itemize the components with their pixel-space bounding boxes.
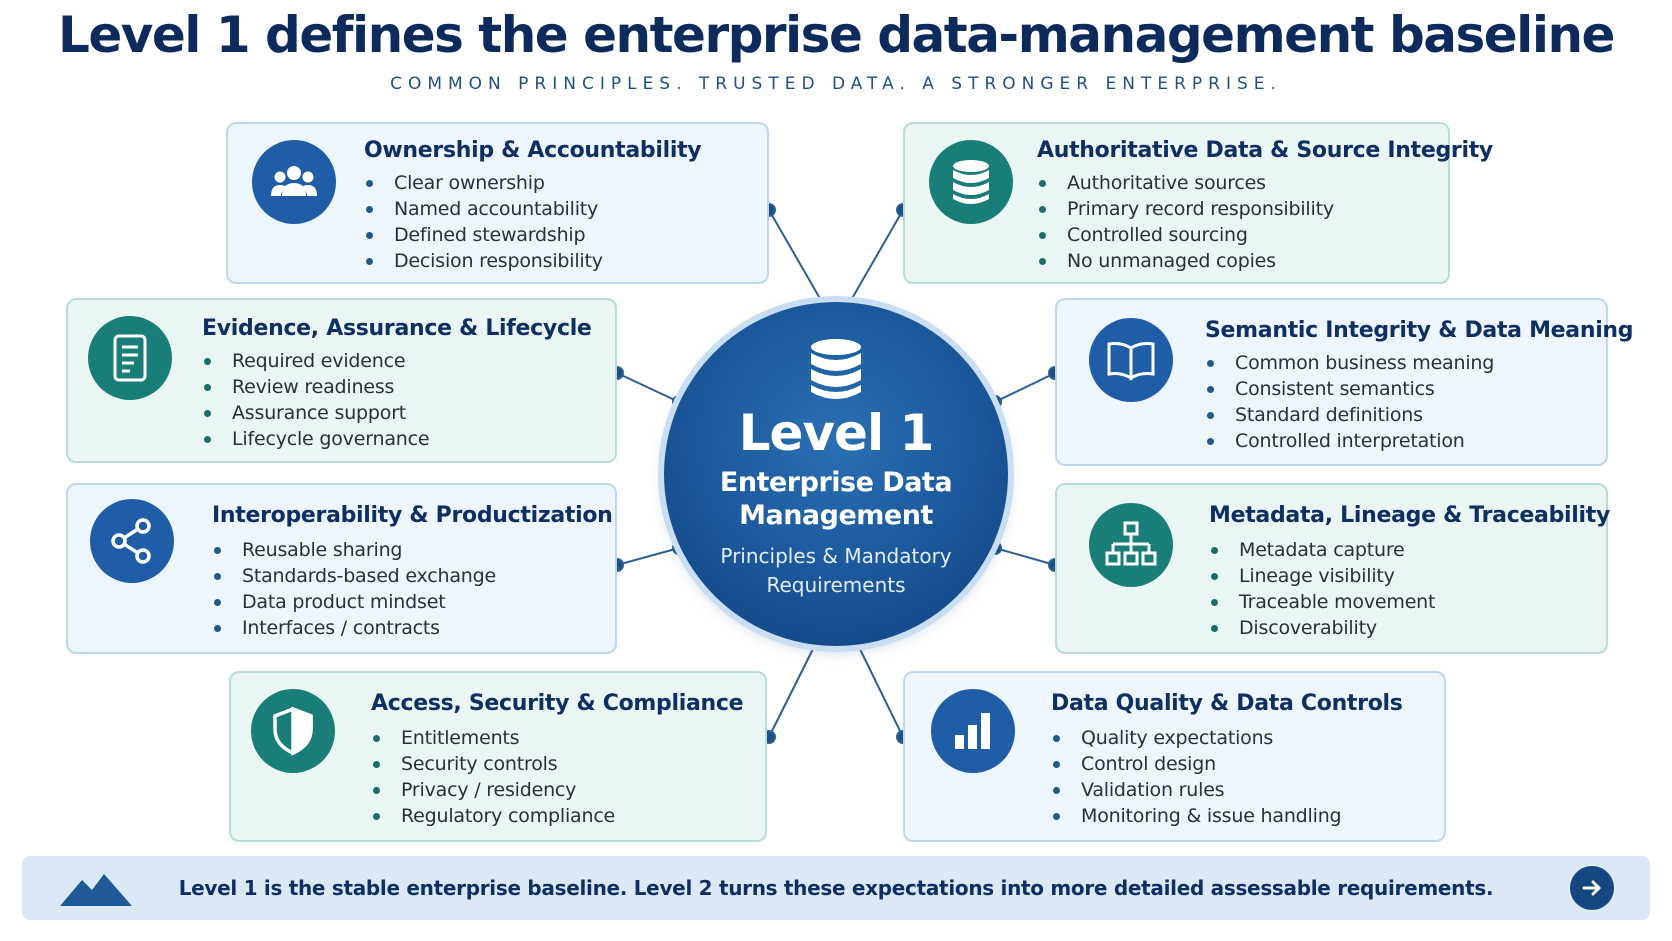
card-authoritative: Authoritative Data & Source Integrity Au… [903, 122, 1493, 284]
list-item: Validation rules [1051, 777, 1341, 803]
people-icon [252, 140, 336, 224]
database-icon [929, 140, 1013, 224]
card-title: Interoperability & Productization [212, 503, 613, 528]
list-item: Named accountability [364, 196, 603, 222]
list-item: Standard definitions [1205, 402, 1494, 428]
bar-chart-icon [931, 689, 1015, 773]
list-item: Defined stewardship [364, 222, 603, 248]
share-icon [90, 499, 174, 583]
card-list: Clear ownership Named accountability Def… [364, 170, 603, 274]
list-item: Standards-based exchange [212, 563, 496, 589]
card-list: Reusable sharing Standards-based exchang… [212, 537, 496, 641]
card-title: Metadata, Lineage & Traceability [1209, 503, 1611, 528]
list-item: Discoverability [1209, 615, 1435, 641]
list-item: Authoritative sources [1037, 170, 1334, 196]
list-item: Controlled interpretation [1205, 428, 1494, 454]
card-title: Data Quality & Data Controls [1051, 691, 1403, 716]
list-item: Clear ownership [364, 170, 603, 196]
mountain-icon [60, 870, 132, 910]
list-item: Data product mindset [212, 589, 496, 615]
list-item: Regulatory compliance [371, 803, 615, 829]
list-item: Decision responsibility [364, 248, 603, 274]
list-item: Traceable movement [1209, 589, 1435, 615]
list-item: Required evidence [202, 348, 429, 374]
list-item: Lifecycle governance [202, 426, 430, 452]
card-metadata: Metadata, Lineage & Traceability Metadat… [1055, 483, 1611, 654]
database-icon [806, 336, 866, 406]
list-item: Lineage visibility [1209, 563, 1435, 589]
document-icon [88, 316, 172, 400]
hub-circle: Level 1 Enterprise Data Management Princ… [664, 302, 1008, 646]
footer-banner: Level 1 is the stable enterprise baselin… [22, 856, 1650, 920]
card-ownership: Ownership & Accountability Clear ownersh… [226, 122, 769, 284]
card-quality: Data Quality & Data Controls Quality exp… [903, 671, 1446, 842]
card-list: Authoritative sources Primary record res… [1037, 170, 1334, 274]
footer-text: Level 1 is the stable enterprise baselin… [178, 876, 1494, 900]
hierarchy-icon [1089, 503, 1173, 587]
list-item: No unmanaged copies [1037, 248, 1334, 274]
list-item: Interfaces / contracts [212, 615, 496, 641]
card-title: Evidence, Assurance & Lifecycle [202, 316, 592, 341]
card-title: Authoritative Data & Source Integrity [1037, 138, 1493, 163]
next-arrow-button[interactable] [1570, 866, 1614, 910]
card-list: Required evidence Review readiness Assur… [202, 348, 430, 452]
list-item: Privacy / residency [371, 777, 615, 803]
list-item: Monitoring & issue handling [1051, 803, 1342, 829]
page-subtitle: COMMON PRINCIPLES. TRUSTED DATA. A STRON… [390, 74, 1282, 94]
card-title: Ownership & Accountability [364, 138, 702, 163]
arrow-right-icon [1582, 880, 1601, 896]
card-list: Common business meaning Consistent seman… [1205, 350, 1494, 454]
book-icon [1089, 318, 1173, 402]
card-semantic: Semantic Integrity & Data Meaning Common… [1055, 298, 1634, 466]
hub-name: Enterprise Data Management [719, 467, 953, 531]
list-item: Consistent semantics [1205, 376, 1494, 402]
list-item: Common business meaning [1205, 350, 1494, 376]
list-item: Security controls [371, 751, 615, 777]
card-title: Access, Security & Compliance [371, 691, 744, 716]
card-interop: Interoperability & Productization Reusab… [66, 483, 617, 654]
list-item: Quality expectations [1051, 725, 1341, 751]
hub-subtitle: Principles & Mandatory Requirements [720, 544, 952, 597]
card-list: Quality expectations Control design Vali… [1051, 725, 1342, 829]
list-item: Review readiness [202, 374, 429, 400]
card-access: Access, Security & Compliance Entitlemen… [229, 671, 767, 842]
list-item: Reusable sharing [212, 537, 496, 563]
hub-level: Level 1 [738, 404, 935, 462]
shield-icon [251, 689, 335, 773]
card-title: Semantic Integrity & Data Meaning [1205, 318, 1634, 343]
card-list: Metadata capture Lineage visibility Trac… [1209, 537, 1435, 641]
list-item: Assurance support [202, 400, 429, 426]
list-item: Metadata capture [1209, 537, 1435, 563]
list-item: Controlled sourcing [1037, 222, 1334, 248]
list-item: Control design [1051, 751, 1341, 777]
card-evidence: Evidence, Assurance & Lifecycle Required… [66, 298, 617, 463]
card-list: Entitlements Security controls Privacy /… [371, 725, 615, 829]
list-item: Primary record responsibility [1037, 196, 1334, 222]
page-title: Level 1 defines the enterprise data-mana… [58, 6, 1615, 64]
list-item: Entitlements [371, 725, 615, 751]
